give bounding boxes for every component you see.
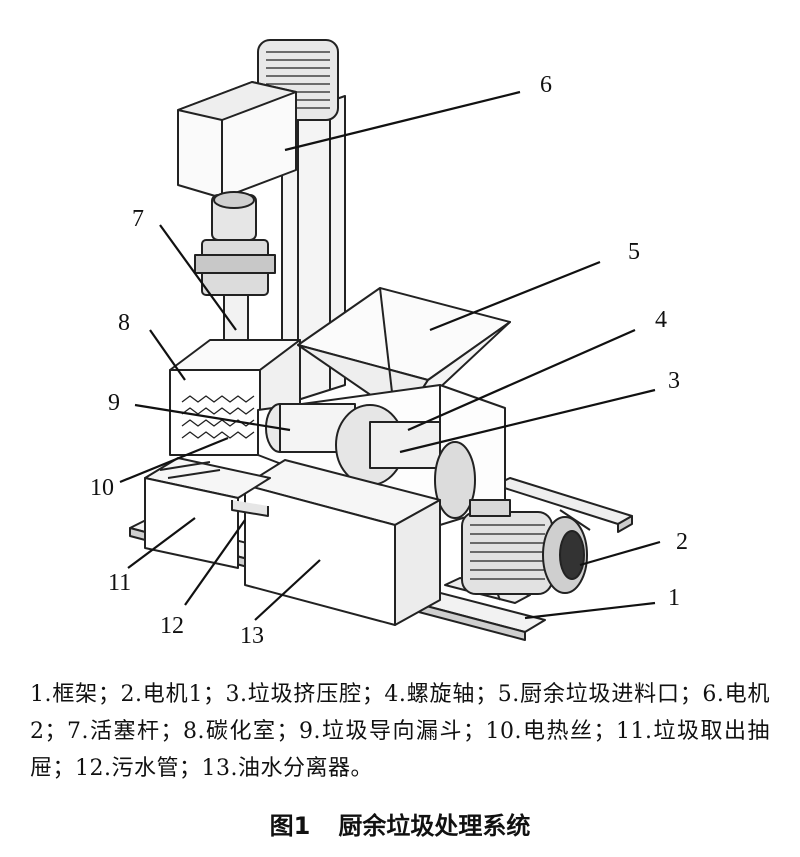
figure-title: 图1 厨余垃圾处理系统	[0, 806, 800, 841]
callout-numbers: 6 7 5 8 4 3 9 10 2 11 1 12 13	[90, 72, 688, 649]
callout-13: 13	[240, 623, 264, 649]
callout-8: 8	[118, 310, 130, 336]
sewage-pipe	[231, 500, 269, 517]
callout-4: 4	[655, 307, 667, 333]
callout-3: 3	[668, 368, 680, 394]
leader-lines	[119, 90, 661, 621]
machine-diagram: 6 7 5 8 4 3 9 10 2 11 1 12 13	[90, 39, 688, 649]
figure-label: 图1	[269, 812, 311, 840]
callout-1: 1	[668, 585, 680, 611]
callout-7: 7	[132, 206, 144, 232]
callout-6: 6	[540, 72, 552, 98]
callout-11: 11	[108, 570, 131, 596]
callout-9: 9	[108, 390, 120, 416]
motor-1	[461, 499, 588, 595]
callout-10: 10	[90, 475, 114, 501]
callout-2: 2	[676, 529, 688, 555]
oil-water-separator	[244, 459, 441, 626]
heating-wire	[181, 395, 255, 439]
motor-2	[177, 39, 339, 199]
figure-name: 厨余垃圾处理系统	[338, 812, 531, 840]
squeeze-chamber	[257, 384, 506, 526]
parts-caption: 1.框架；2.电机1；3.垃圾挤压腔；4.螺旋轴；5.厨余垃圾进料口；6.电机2…	[30, 682, 770, 781]
callout-12: 12	[160, 613, 184, 639]
callout-5: 5	[628, 239, 640, 265]
waste-drawer	[144, 457, 271, 569]
